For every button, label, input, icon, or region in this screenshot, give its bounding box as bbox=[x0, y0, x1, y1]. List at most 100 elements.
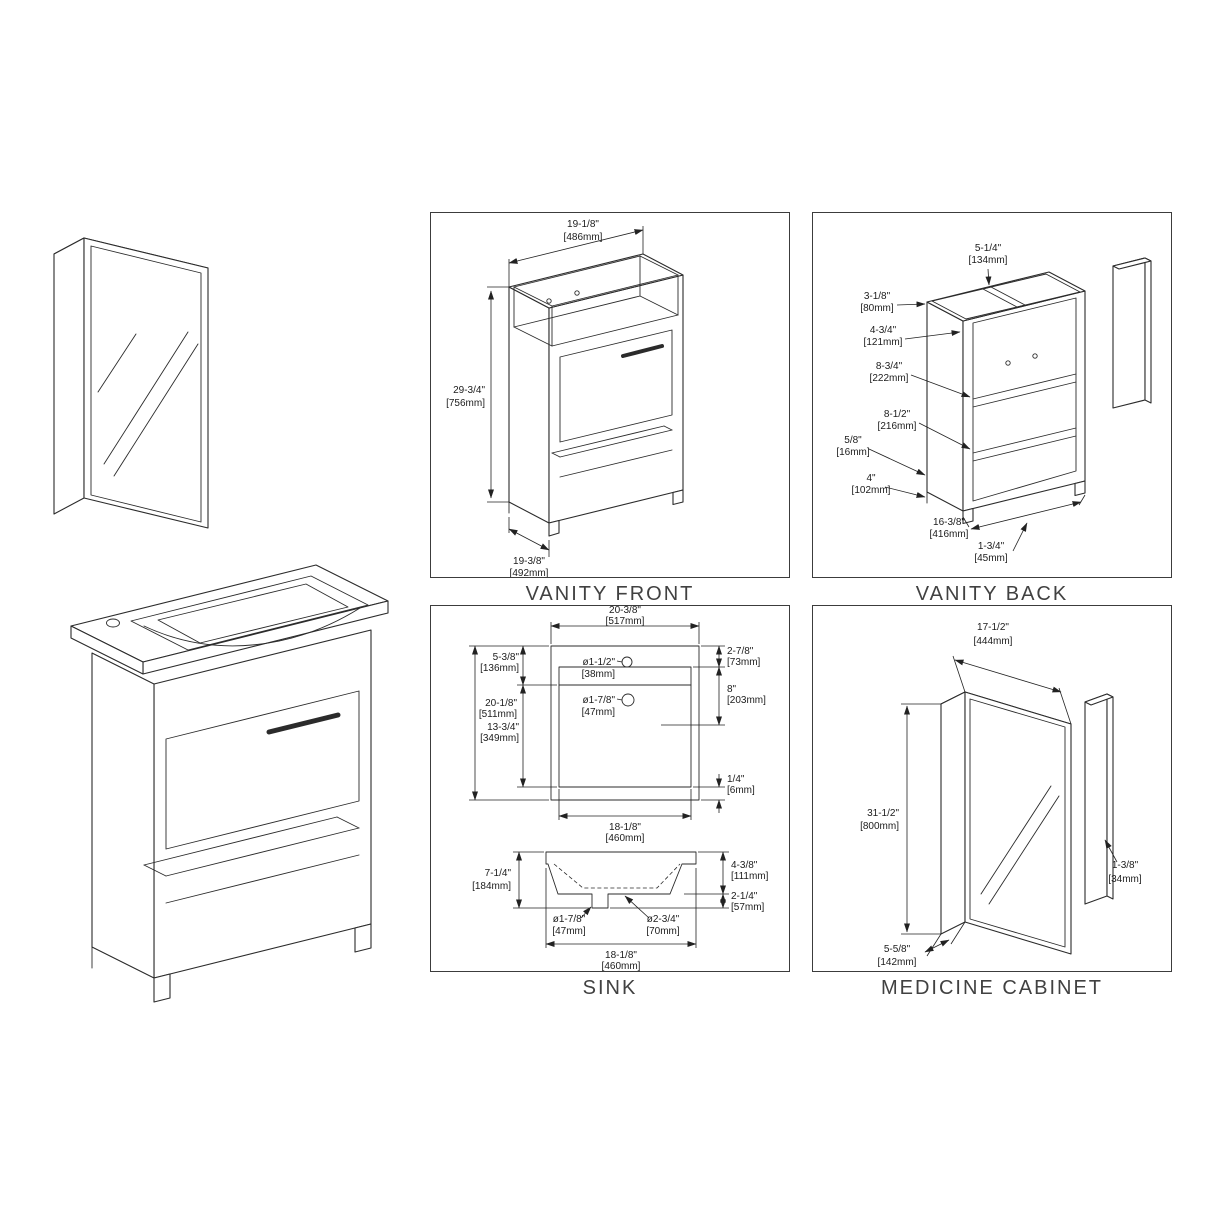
dim-drawer-box-mm: [222mm] bbox=[870, 373, 909, 384]
screw-hole bbox=[1005, 360, 1011, 366]
cabinet-carcass bbox=[508, 253, 684, 537]
panel-vanity-back: 3-1/8" [80mm] 5-1/4" [134mm] 4-3/4" [121… bbox=[812, 212, 1172, 578]
dim-depth-mm: [492mm] bbox=[510, 568, 549, 577]
dim-panel-lip-in: 5/8" bbox=[844, 435, 862, 446]
front-left-leg bbox=[153, 973, 171, 1003]
back-panel-hole bbox=[574, 290, 580, 296]
dim-bottom-rail-mm: [45mm] bbox=[974, 553, 1008, 564]
dim-side-drain-mm: [47mm] bbox=[552, 926, 586, 937]
dim-top-frame-in: 3-1/8" bbox=[864, 291, 891, 302]
leg bbox=[1074, 480, 1086, 497]
dim-drawer-box-in: 8-3/4" bbox=[876, 361, 903, 372]
dim-right-upper-in: 8" bbox=[727, 684, 737, 695]
medicine-cabinet-drawing: 17-1/2" [444mm] 31-1/2" [800mm] 1-3/8" [… bbox=[860, 622, 1142, 968]
dim-deck-mm: [136mm] bbox=[480, 663, 519, 674]
cabinet-body bbox=[940, 691, 1072, 955]
dim-side-drain-in: ø1-7/8" bbox=[553, 914, 586, 925]
dim-depth-in: 20-1/8" bbox=[485, 698, 517, 709]
sink-side-view bbox=[545, 851, 697, 909]
sink-top-dimensions: 20-3/8" [517mm] 2-7/8" [73mm] 8" [203mm]… bbox=[469, 606, 766, 844]
back-panel-hole bbox=[546, 298, 552, 304]
dim-leg-mm: [102mm] bbox=[852, 485, 891, 496]
dim-basin-width-in: 18-1/8" bbox=[609, 822, 641, 833]
dim-side-height-mm: [184mm] bbox=[472, 881, 511, 892]
dim-height-in: 31-1/2" bbox=[867, 808, 899, 819]
dim-side-height-in: 7-1/4" bbox=[485, 868, 512, 879]
sink-side-dimensions: 7-1/4" [184mm] 4-3/8" [111mm] 2-1/4" [57… bbox=[472, 851, 769, 971]
dim-back-width-in: 16-3/8" bbox=[933, 517, 965, 528]
front-right-leg bbox=[354, 923, 372, 953]
dimensions: 19-1/8" [486mm] 29-3/4" [756mm] 19-3/8" … bbox=[446, 219, 644, 577]
dim-depth-mm: [511mm] bbox=[479, 709, 517, 720]
mirror-reflection-lines bbox=[97, 331, 199, 477]
dim-right-offset-mm: [73mm] bbox=[727, 657, 761, 668]
vanity-isometric-figure bbox=[70, 564, 389, 1003]
dim-right-lower-in: 1/4" bbox=[727, 774, 745, 785]
dim-drain-drop-in: 2-1/4" bbox=[731, 891, 758, 902]
dim-top-frame-mm: [80mm] bbox=[860, 303, 894, 314]
dim-height-mm: [800mm] bbox=[860, 821, 899, 832]
vanity-body bbox=[91, 629, 372, 1003]
dim-right-lower-mm: [6mm] bbox=[727, 785, 755, 796]
dim-upper-rail-in: 4-3/4" bbox=[870, 325, 897, 336]
dim-width-in: 17-1/2" bbox=[977, 622, 1009, 633]
front-right-leg bbox=[672, 489, 684, 506]
dim-leg-in: 4" bbox=[866, 473, 876, 484]
dim-deck-in: 5-3/8" bbox=[493, 652, 520, 663]
dim-right-offset-in: 2-7/8" bbox=[727, 646, 754, 657]
dim-drain-hole-mm: [47mm] bbox=[582, 707, 616, 718]
dim-right-upper-mm: [203mm] bbox=[727, 695, 766, 706]
title-sink: SINK bbox=[582, 977, 638, 999]
dim-width-in: 19-1/8" bbox=[567, 219, 599, 230]
medicine-cabinet-isometric-figure bbox=[53, 237, 209, 529]
vanity-back-drawing: 3-1/8" [80mm] 5-1/4" [134mm] 4-3/4" [121… bbox=[836, 243, 1152, 564]
front-left-leg bbox=[548, 519, 560, 537]
dim-top-width-in: 20-3/8" bbox=[609, 606, 641, 616]
drawer-front bbox=[559, 329, 673, 443]
dim-panel-lip-mm: [16mm] bbox=[836, 447, 870, 458]
mirror-reflection bbox=[980, 785, 1052, 895]
sink-drawing: 20-3/8" [517mm] 2-7/8" [73mm] 8" [203mm]… bbox=[469, 606, 769, 971]
back-opening bbox=[972, 297, 1077, 502]
dim-faucet-hole-in: ø1-1/2" bbox=[583, 657, 616, 668]
vanity-front-drawing: 19-1/8" [486mm] 29-3/4" [756mm] 19-3/8" … bbox=[446, 219, 684, 577]
dim-depth-in: 5-5/8" bbox=[884, 944, 911, 955]
panel-medicine-cabinet: 17-1/2" [444mm] 31-1/2" [800mm] 1-3/8" [… bbox=[812, 605, 1172, 972]
dim-drain-hole-in: ø1-7/8" bbox=[583, 695, 616, 706]
dim-depth-mm: [142mm] bbox=[878, 957, 917, 968]
dim-rim-to-bottom-in: 4-3/8" bbox=[731, 860, 758, 871]
detached-back-panel bbox=[1112, 257, 1152, 409]
dim-width-mm: [444mm] bbox=[974, 636, 1013, 647]
dim-stretcher-mm: [134mm] bbox=[969, 255, 1008, 266]
dimensions: 17-1/2" [444mm] 31-1/2" [800mm] 1-3/8" [… bbox=[860, 622, 1142, 968]
dim-side-width-mm: [460mm] bbox=[602, 961, 641, 971]
sink-top-view bbox=[550, 645, 700, 801]
title-medicine-cabinet: MEDICINE CABINET bbox=[880, 977, 1104, 999]
cabinet-carcass-back bbox=[926, 271, 1086, 525]
dim-shelf-space-mm: [216mm] bbox=[878, 421, 917, 432]
dim-stretcher-in: 5-1/4" bbox=[975, 243, 1002, 254]
dim-faucet-hole-mm: [38mm] bbox=[582, 669, 616, 680]
dim-rim-to-bottom-mm: [111mm] bbox=[731, 871, 769, 882]
dim-bottom-rail-in: 1-3/4" bbox=[978, 541, 1005, 552]
dim-depth-in: 19-3/8" bbox=[513, 556, 545, 567]
dim-height-in: 29-3/4" bbox=[453, 385, 485, 396]
drawer-front bbox=[165, 690, 360, 850]
dim-overflow-in: ø2-3/4" bbox=[647, 914, 680, 925]
mirror-reflection bbox=[988, 795, 1060, 905]
dim-width-mm: [486mm] bbox=[564, 232, 603, 243]
dim-basin-width-mm: [460mm] bbox=[606, 833, 645, 844]
dim-overflow-mm: [70mm] bbox=[646, 926, 680, 937]
title-vanity-back: VANITY BACK bbox=[915, 583, 1069, 605]
dim-door-mm: [34mm] bbox=[1108, 874, 1142, 885]
dimensions: 3-1/8" [80mm] 5-1/4" [134mm] 4-3/4" [121… bbox=[836, 243, 1086, 564]
screw-hole bbox=[1032, 353, 1038, 359]
dim-back-width-mm: [416mm] bbox=[930, 529, 969, 540]
side-panel bbox=[1084, 693, 1114, 905]
cabinet-body bbox=[53, 237, 209, 529]
countertop bbox=[70, 564, 389, 675]
dim-door-in: 1-3/8" bbox=[1112, 860, 1139, 871]
dim-upper-rail-mm: [121mm] bbox=[864, 337, 903, 348]
panel-vanity-front: 19-1/8" [486mm] 29-3/4" [756mm] 19-3/8" … bbox=[430, 212, 790, 578]
